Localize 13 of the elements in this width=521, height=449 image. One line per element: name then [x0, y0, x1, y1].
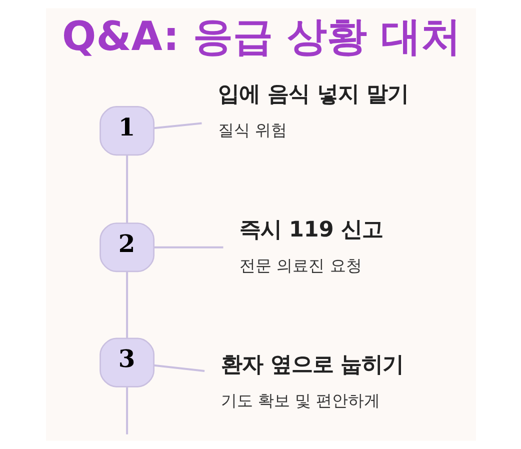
- connector: [154, 364, 204, 372]
- node-text: 입에 음식 넣지 말기 질식 위험: [218, 82, 408, 140]
- node-box: 3: [99, 338, 154, 388]
- connector: [126, 387, 128, 434]
- diagram-title: Q&A: 응급 상황 대처: [62, 14, 461, 60]
- connector: [154, 122, 202, 130]
- node-box: 1: [99, 106, 154, 156]
- node-text: 즉시 119 신고 전문 의료진 요청: [239, 217, 383, 275]
- connector: [126, 272, 128, 338]
- node-text: 환자 옆으로 눕히기 기도 확보 및 편안하게: [220, 352, 404, 410]
- node-box: 2: [99, 222, 154, 272]
- connector: [126, 155, 128, 224]
- connector: [154, 246, 223, 248]
